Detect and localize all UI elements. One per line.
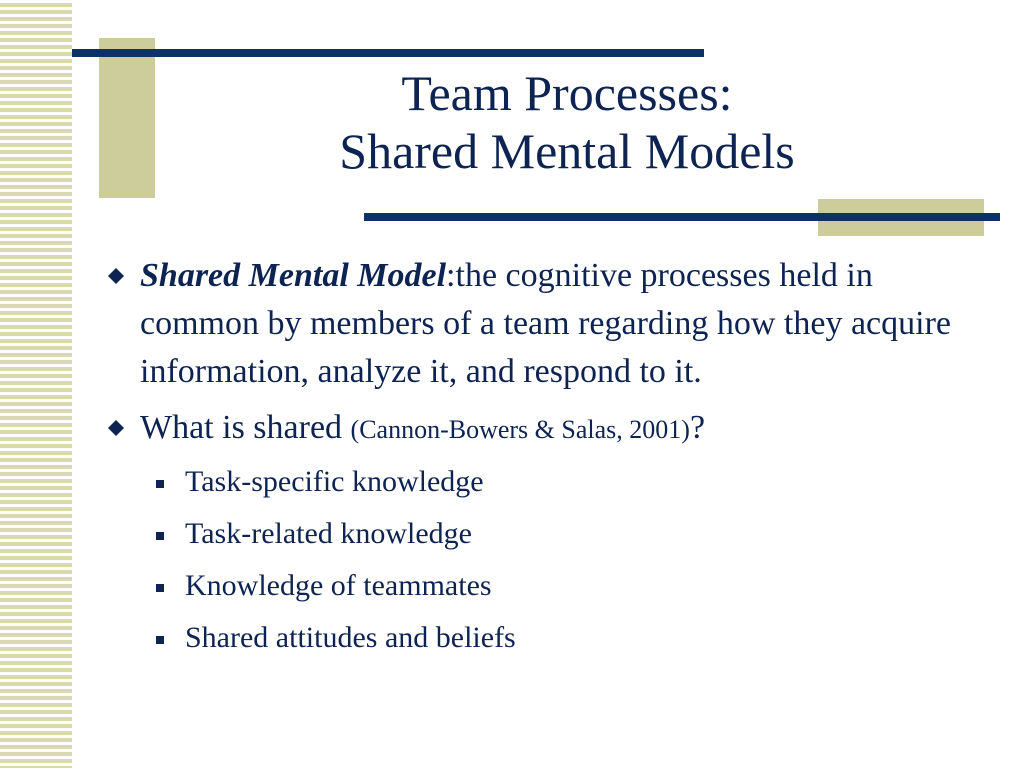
list-item: Task-related knowledge bbox=[104, 508, 984, 560]
list-item-label: Knowledge of teammates bbox=[185, 569, 492, 602]
rule-bottom bbox=[364, 213, 1000, 221]
question-mark: ? bbox=[689, 409, 706, 446]
list-item-label: Task-specific knowledge bbox=[185, 465, 484, 498]
list-item-label: Task-related knowledge bbox=[185, 517, 472, 550]
title-line-1: Team Processes: bbox=[401, 65, 733, 121]
slide-title: Team Processes: Shared Mental Models bbox=[170, 64, 964, 180]
diamond-icon bbox=[106, 266, 126, 286]
bullet-what-is-shared: What is shared (Cannon-Bowers & Salas, 2… bbox=[104, 404, 984, 454]
square-icon bbox=[156, 636, 164, 644]
term-separator: : bbox=[446, 257, 456, 294]
question-lead: What is shared bbox=[140, 409, 351, 446]
striped-sidebar bbox=[0, 0, 72, 768]
definition-text: the cognitive processes held in common b… bbox=[140, 257, 952, 390]
bullet-definition: Shared Mental Model:the cognitive proces… bbox=[104, 252, 984, 396]
list-item-label: Shared attitudes and beliefs bbox=[185, 621, 516, 654]
term-label: Shared Mental Model bbox=[140, 257, 447, 294]
title-line-2: Shared Mental Models bbox=[339, 123, 795, 179]
list-item: Knowledge of teammates bbox=[104, 560, 984, 612]
list-item: Shared attitudes and beliefs bbox=[104, 612, 984, 664]
list-item: Task-specific knowledge bbox=[104, 456, 984, 508]
square-icon bbox=[156, 584, 164, 592]
accent-block-top bbox=[99, 38, 155, 198]
square-icon bbox=[156, 532, 164, 540]
diamond-icon bbox=[106, 418, 126, 438]
citation: (Cannon-Bowers & Salas, 2001) bbox=[350, 415, 690, 444]
rule-top bbox=[72, 49, 704, 57]
square-icon bbox=[156, 480, 164, 488]
slide-body: Shared Mental Model:the cognitive proces… bbox=[104, 252, 984, 664]
